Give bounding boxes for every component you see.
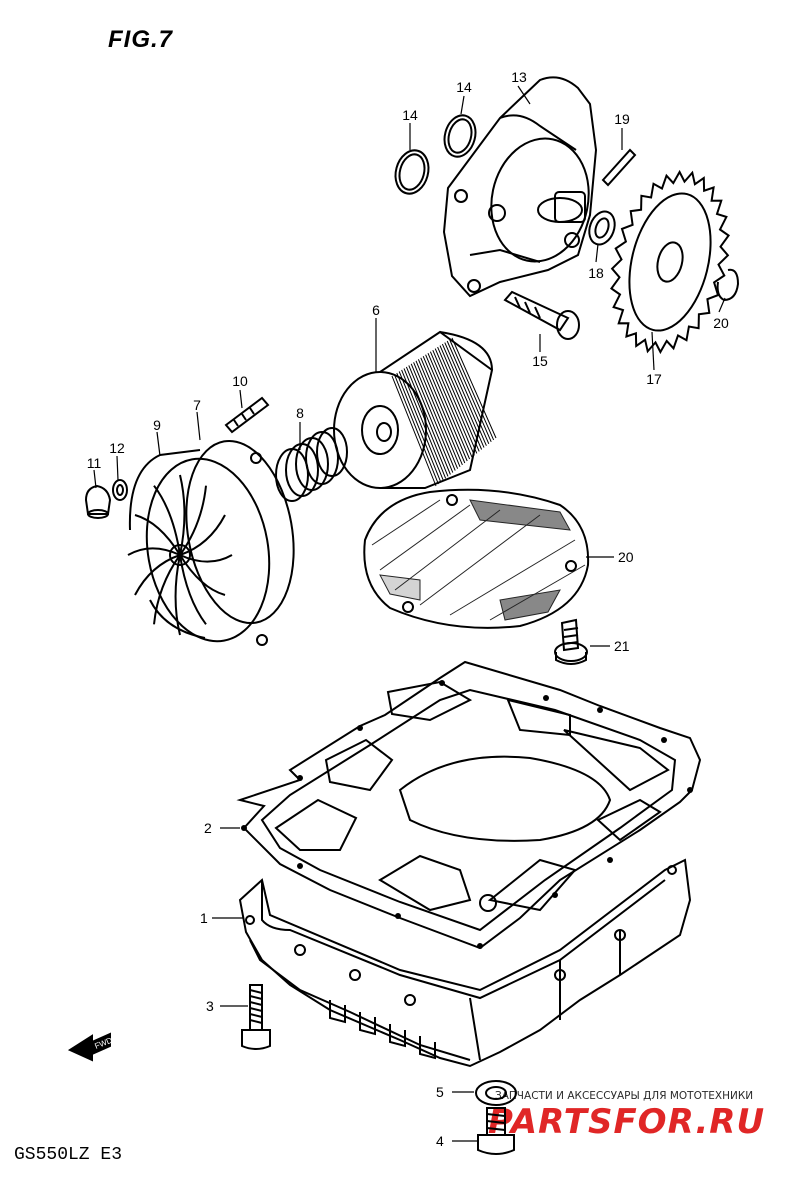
watermark-logo: PARTSFOR.RU (488, 1102, 766, 1142)
callout-15: 15 (532, 353, 548, 369)
watermark-tagline: ЗАПЧАСТИ И АКСЕССУАРЫ ДЛЯ МОТОТЕХНИКИ (495, 1090, 754, 1102)
callout-labels: 13 14 14 19 18 20 17 15 6 10 8 7 9 12 11… (87, 69, 729, 1149)
callout-19: 20 (713, 315, 729, 331)
part-9-filter-cap (127, 449, 271, 646)
forward-arrow-label: FWD (93, 1036, 113, 1051)
part-6-oil-filter (333, 330, 497, 489)
callout-2: 2 (204, 820, 212, 836)
model-code: GS550LZ E3 (14, 1145, 123, 1165)
part-3-pan-bolt (241, 984, 271, 1050)
callout-18: 19 (614, 111, 630, 127)
callout-1: 1 (200, 910, 208, 926)
part-17-washer (588, 210, 616, 246)
part-2-oil-pan-gasket (236, 660, 702, 950)
callout-10: 10 (232, 373, 248, 389)
callout-13: 13 (511, 69, 527, 85)
callout-14-right: 14 (456, 79, 472, 95)
forward-arrow-icon: FWD (67, 1032, 114, 1062)
part-16-pump-driven-gear (609, 169, 731, 355)
callout-11: 11 (87, 455, 102, 471)
part-13-oil-pump (442, 76, 598, 298)
callout-21: 21 (614, 638, 630, 654)
callout-3: 3 (206, 998, 214, 1014)
callout-12: 12 (109, 440, 125, 456)
leader-lines (93, 85, 726, 1142)
callout-14-left: 14 (402, 107, 418, 123)
part-1-oil-pan (238, 858, 692, 1068)
part-20-oil-strainer (363, 488, 590, 629)
part-18-pin (601, 148, 637, 187)
part-7-filter-cap-o-ring (185, 439, 295, 625)
part-15-pump-bolt (503, 290, 580, 340)
callout-8: 8 (296, 405, 304, 421)
part-8-filter-spring (275, 427, 348, 502)
callout-7: 7 (193, 397, 201, 413)
part-19-circlip (716, 268, 740, 302)
callout-16: 17 (646, 371, 662, 387)
callout-5: 5 (436, 1084, 444, 1100)
callout-20: 20 (618, 549, 634, 565)
callout-4: 4 (436, 1133, 444, 1149)
part-21-strainer-bolt (554, 618, 588, 665)
figure-title: FIG.7 (108, 26, 174, 53)
callout-9: 9 (153, 417, 161, 433)
part-14-o-ring-left (394, 149, 430, 195)
callout-17: 18 (588, 265, 604, 281)
part-11-cap-nut (84, 484, 112, 519)
part-14-o-ring-right (443, 114, 477, 158)
part-10-stud-bolt (224, 396, 270, 434)
part-12-washer (112, 479, 128, 501)
callout-6: 6 (372, 302, 380, 318)
